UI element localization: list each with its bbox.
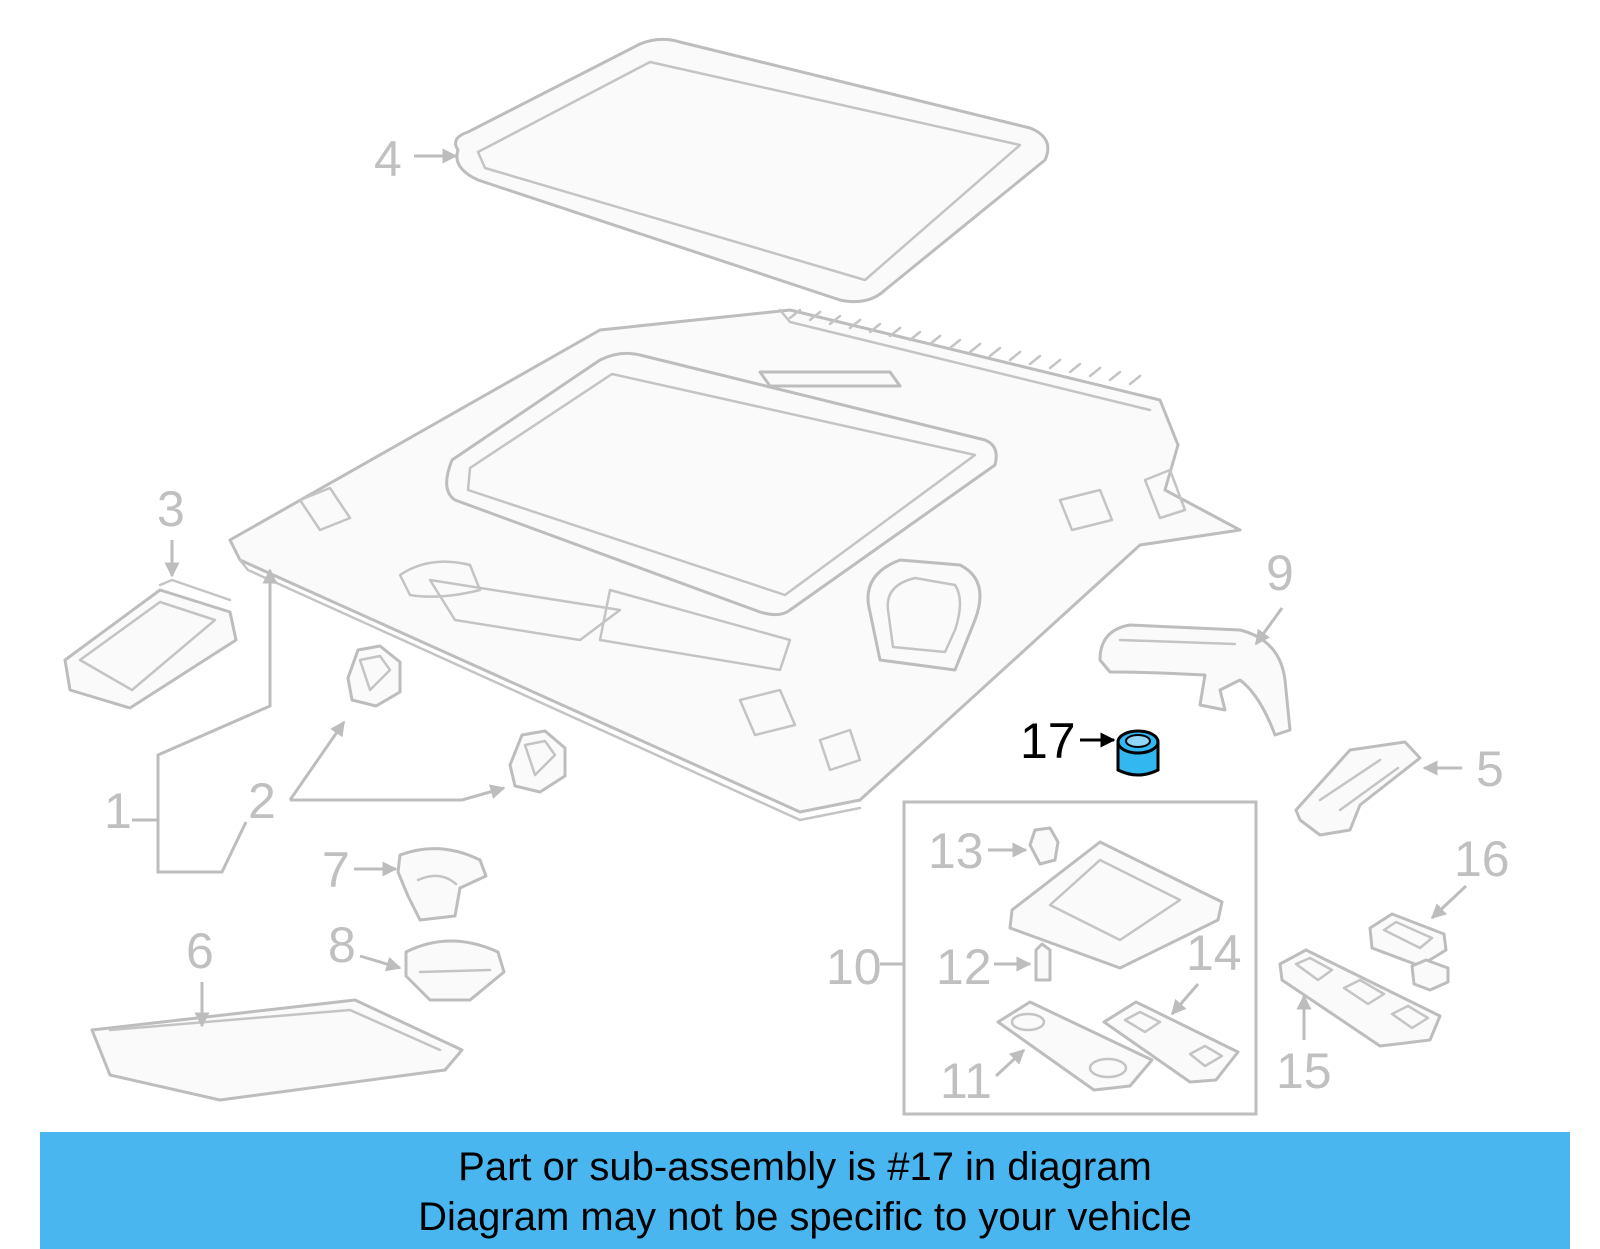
dome-lamp-assembly-part-10: 10 13 12 11 14	[826, 800, 1258, 1116]
callout-1: 1	[104, 783, 132, 839]
headliner-part-1: 1	[104, 308, 1242, 874]
switch-part-16: 16	[1368, 831, 1510, 992]
callout-13: 13	[928, 823, 984, 879]
callout-11: 11	[940, 1053, 992, 1109]
callout-15: 15	[1276, 1043, 1332, 1099]
sun-visor-part-6: 6	[90, 923, 464, 1102]
plug-part-17: 17	[1020, 713, 1160, 777]
callout-17: 17	[1020, 713, 1076, 769]
banner-part-number-text: Part or sub-assembly is #17 in diagram	[458, 1145, 1152, 1189]
callout-16: 16	[1454, 831, 1510, 887]
callout-9: 9	[1266, 545, 1294, 601]
callout-3: 3	[157, 481, 185, 537]
callout-2: 2	[248, 773, 276, 829]
lens-part-15: 15	[1276, 948, 1442, 1099]
overhead-console-part-3: 3	[63, 481, 238, 710]
callout-4: 4	[374, 131, 402, 187]
bracket-part-5: 5	[1294, 740, 1504, 837]
callout-7: 7	[322, 842, 350, 898]
callout-8: 8	[328, 917, 356, 973]
callout-14: 14	[1186, 925, 1242, 981]
sunroof-seal-part-4: 4	[374, 37, 1050, 304]
callout-12: 12	[936, 939, 992, 995]
visor-clips-part-2: 2	[248, 644, 567, 829]
hook-part-7: 7	[322, 842, 488, 922]
callout-5: 5	[1476, 741, 1504, 797]
part-info-banner: Part or sub-assembly is #17 in diagram D…	[40, 1132, 1570, 1249]
banner-disclaimer-text: Diagram may not be specific to your vehi…	[418, 1195, 1192, 1239]
grab-handle-part-9: 9	[1098, 545, 1294, 737]
lamp-part-8: 8	[328, 917, 506, 1002]
callout-10: 10	[826, 939, 882, 995]
callout-6: 6	[186, 923, 214, 979]
